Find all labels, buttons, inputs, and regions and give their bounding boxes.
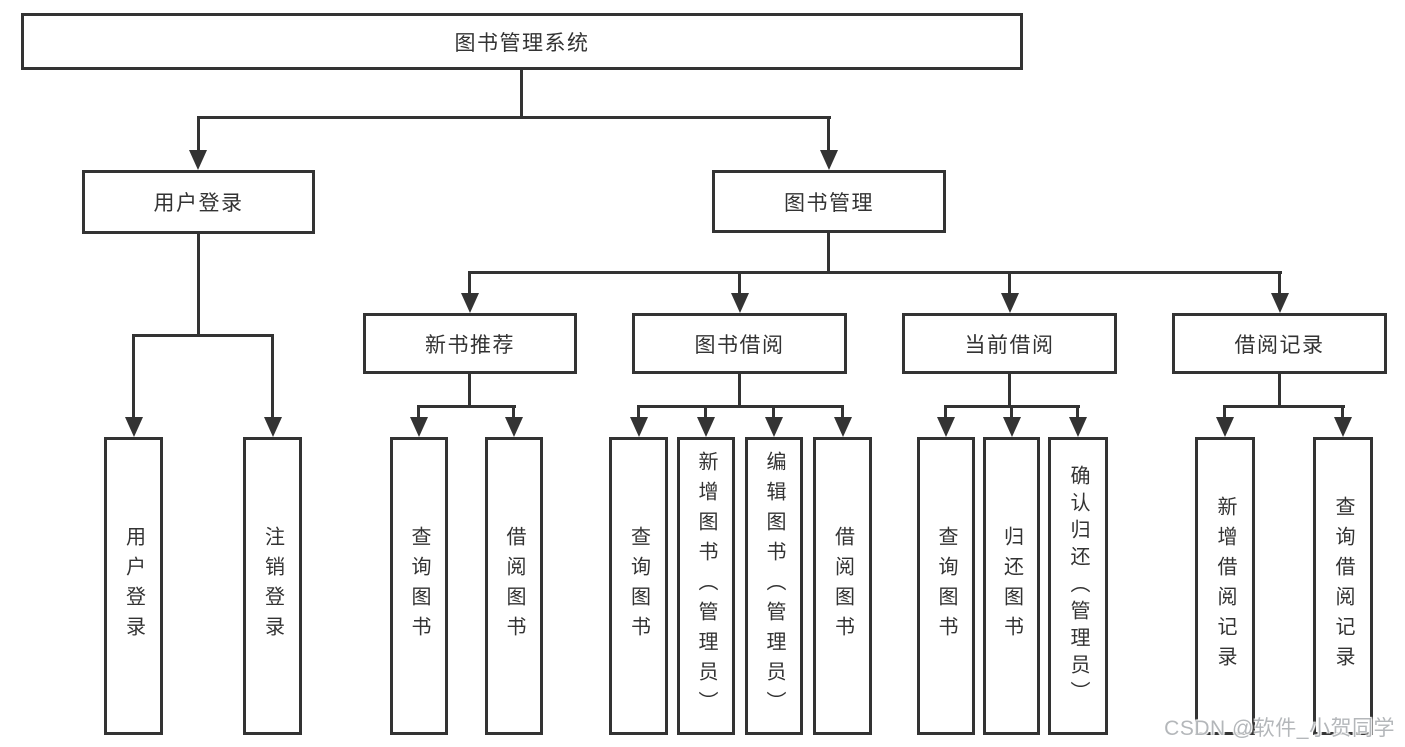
node-label: 查询图书	[627, 526, 650, 646]
connector-line	[1341, 405, 1344, 419]
connector-line	[772, 405, 775, 419]
connector-line	[520, 70, 523, 118]
connector-line	[1008, 271, 1011, 295]
connector-line	[417, 405, 516, 408]
node-label: 图书管理系统	[454, 31, 590, 55]
node-label: 新书推荐	[425, 333, 515, 357]
arrow-down-icon	[937, 417, 955, 437]
connector-line	[827, 233, 830, 274]
arrow-down-icon	[189, 150, 207, 170]
node-leaf-borrow-books-recommend: 借阅图书	[485, 437, 543, 735]
connector-line	[468, 374, 471, 407]
connector-line	[468, 271, 1282, 274]
arrow-down-icon	[263, 417, 282, 437]
arrow-down-icon	[1271, 293, 1289, 313]
connector-line	[1008, 374, 1011, 407]
connector-line	[738, 271, 741, 295]
node-book-management: 图书管理	[712, 170, 946, 233]
connector-line	[1223, 405, 1345, 408]
node-label: 查询借阅记录	[1332, 496, 1354, 676]
arrow-down-icon	[833, 417, 852, 437]
arrow-down-icon	[1001, 293, 1019, 313]
connector-line	[417, 405, 420, 419]
arrow-down-icon	[1069, 417, 1087, 437]
node-label: 注销登录	[261, 526, 284, 646]
node-leaf-logout: 注销登录	[243, 437, 302, 735]
node-leaf-query-books-recommend: 查询图书	[390, 437, 448, 735]
connector-line	[637, 405, 640, 419]
arrow-down-icon	[461, 293, 479, 313]
node-label: 新增借阅记录	[1214, 496, 1236, 676]
node-leaf-borrow-books: 借阅图书	[813, 437, 872, 735]
arrow-down-icon	[765, 417, 783, 437]
node-label: 新增图书（管理员）	[695, 451, 717, 721]
node-leaf-user-login: 用户登录	[104, 437, 163, 735]
connector-line	[197, 116, 200, 152]
connector-line	[738, 374, 741, 407]
node-label: 当前借阅	[964, 333, 1055, 357]
node-label: 借阅图书	[503, 526, 525, 646]
node-label: 借阅图书	[831, 526, 854, 646]
node-book-borrowing: 图书借阅	[632, 313, 847, 374]
node-label: 图书管理	[784, 191, 874, 215]
node-label: 用户登录	[153, 192, 244, 215]
node-user-login: 用户登录	[82, 170, 315, 234]
node-leaf-return-books: 归还图书	[983, 437, 1040, 735]
connector-line	[271, 334, 274, 419]
node-leaf-confirm-return-admin: 确认归还（管理员）	[1048, 437, 1108, 735]
node-label: 图书借阅	[694, 333, 785, 357]
arrow-down-icon	[505, 417, 523, 437]
connector-line	[468, 271, 471, 295]
connector-line	[827, 116, 830, 152]
node-leaf-add-books-admin: 新增图书（管理员）	[677, 437, 735, 735]
node-leaf-query-books-borrow: 查询图书	[609, 437, 668, 735]
node-label: 确认归还（管理员）	[1067, 464, 1089, 708]
connector-line	[944, 405, 947, 419]
connector-line	[1076, 405, 1079, 419]
arrow-down-icon	[124, 417, 143, 437]
node-label: 借阅记录	[1234, 333, 1325, 357]
connector-line	[1010, 405, 1013, 419]
connector-line	[132, 334, 135, 419]
connector-line	[197, 234, 200, 336]
connector-line	[512, 405, 515, 419]
node-label: 查询图书	[935, 526, 957, 646]
node-leaf-query-books-current: 查询图书	[917, 437, 975, 735]
node-leaf-query-borrow-record: 查询借阅记录	[1313, 437, 1373, 735]
node-borrowing-records: 借阅记录	[1172, 313, 1387, 374]
connector-line	[1278, 374, 1281, 407]
node-label: 查询图书	[408, 526, 430, 646]
node-new-book-recommendation: 新书推荐	[363, 313, 577, 374]
arrow-down-icon	[1334, 417, 1352, 437]
node-label: 用户登录	[122, 526, 145, 646]
node-current-borrowing: 当前借阅	[902, 313, 1117, 374]
connector-line	[841, 405, 844, 419]
arrow-down-icon	[1002, 417, 1021, 437]
arrow-down-icon	[731, 293, 749, 313]
node-leaf-edit-books-admin: 编辑图书（管理员）	[745, 437, 803, 735]
arrow-down-icon	[1216, 417, 1234, 437]
node-label: 编辑图书（管理员）	[763, 451, 785, 721]
connector-line	[1223, 405, 1226, 419]
arrow-down-icon	[697, 417, 715, 437]
connector-line	[704, 405, 707, 419]
connector-line	[1278, 271, 1281, 295]
connector-line	[637, 405, 844, 408]
node-leaf-add-borrow-record: 新增借阅记录	[1195, 437, 1255, 735]
node-label: 归还图书	[1000, 526, 1023, 646]
connector-line	[132, 334, 274, 337]
watermark: CSDN @软件_小贺同学	[1164, 717, 1395, 740]
arrow-down-icon	[410, 417, 428, 437]
arrow-down-icon	[820, 150, 838, 170]
node-library-management-system: 图书管理系统	[21, 13, 1023, 70]
arrow-down-icon	[629, 417, 648, 437]
connector-line	[197, 116, 831, 119]
